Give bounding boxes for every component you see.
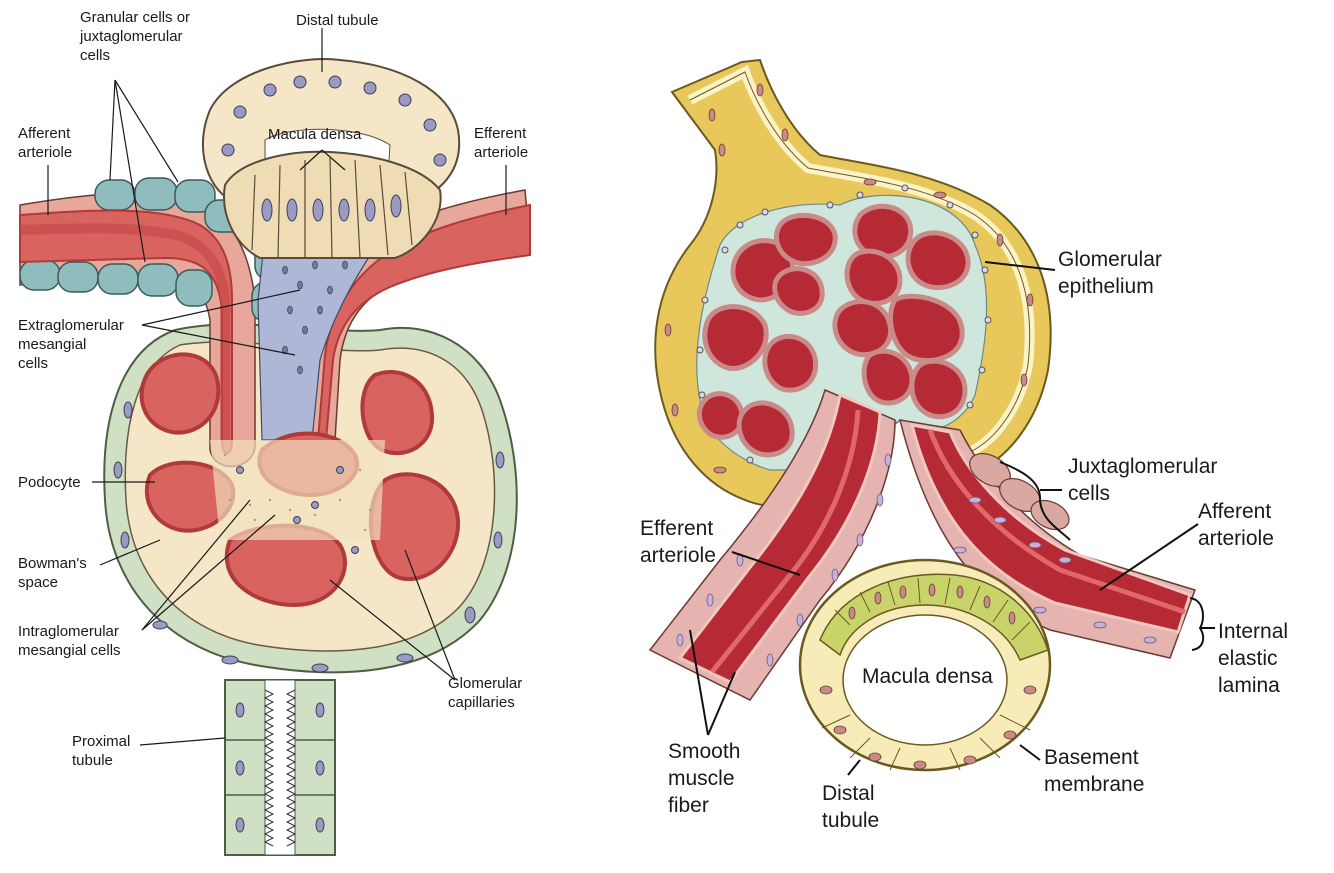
label-proximal-line2: tubule <box>72 752 113 769</box>
label-efferent-right-line1: Efferent <box>640 517 713 540</box>
label-smooth-muscle-line2: muscle <box>668 767 735 790</box>
label-extraglomerular-line2: mesangial <box>18 336 86 353</box>
distal-tubule-right <box>798 558 1052 772</box>
label-glomerular-epithelium-line2: epithelium <box>1058 275 1154 298</box>
label-macula-densa-left: Macula densa <box>268 126 362 143</box>
left-leader-lines <box>47 28 507 746</box>
label-basement-membrane-line1: Basement <box>1044 746 1139 769</box>
label-smooth-muscle-line3: fiber <box>668 794 709 817</box>
efferent-arteriole-right <box>648 388 896 701</box>
label-smooth-muscle-line1: Smooth <box>668 740 740 763</box>
label-podocyte: Podocyte <box>18 474 81 491</box>
label-efferent-left-line2: arteriole <box>474 144 528 161</box>
juxtaglomerular-cells-right <box>969 453 1070 531</box>
glomerular-tuft <box>696 184 992 474</box>
right-diagram: Glomerular epithelium Juxtaglomerular ce… <box>640 58 1288 832</box>
label-extraglomerular-line3: cells <box>18 355 48 372</box>
proximal-tubule <box>224 679 336 856</box>
label-granular-line2: juxtaglomerular <box>79 28 183 45</box>
afferent-arteriole-lumen <box>19 209 233 455</box>
label-distal-tubule-right-line2: tubule <box>822 809 879 832</box>
distal-tubule-left <box>202 58 461 259</box>
label-iel-line3: lamina <box>1218 674 1280 697</box>
left-diagram: Distal tubule Granular cells or juxtaglo… <box>18 9 531 856</box>
label-macula-densa-right: Macula densa <box>862 665 993 688</box>
label-iel-line2: elastic <box>1218 647 1278 670</box>
label-distal-tubule-right-line1: Distal <box>822 782 875 805</box>
label-intraglomerular-line1: Intraglomerular <box>18 623 119 640</box>
label-basement-membrane-line2: membrane <box>1044 773 1144 796</box>
label-efferent-right-line2: arteriole <box>640 544 716 567</box>
right-leader-lines <box>689 261 1215 776</box>
label-jg-cells-line2: cells <box>1068 482 1110 505</box>
label-bowmans-line1: Bowman's <box>18 555 87 572</box>
label-distal-tubule-left: Distal tubule <box>296 12 379 29</box>
label-glomerular-epithelium-line1: Glomerular <box>1058 248 1162 271</box>
label-granular-line3: cells <box>80 47 110 64</box>
label-extraglomerular-line1: Extraglomerular <box>18 317 124 334</box>
label-afferent-right-line2: arteriole <box>1198 527 1274 550</box>
label-afferent-left-line1: Afferent <box>18 125 71 142</box>
label-proximal-line1: Proximal <box>72 733 130 750</box>
label-granular-line1: Granular cells or <box>80 9 190 26</box>
label-glomerular-capillaries-line2: capillaries <box>448 694 515 711</box>
intraglomerular-mesangium <box>210 440 385 540</box>
label-intraglomerular-line2: mesangial cells <box>18 642 121 659</box>
label-afferent-right-line1: Afferent <box>1198 500 1271 523</box>
label-bowmans-line2: space <box>18 574 58 591</box>
label-glomerular-capillaries-line1: Glomerular <box>448 675 522 692</box>
label-iel-line1: Internal <box>1218 620 1288 643</box>
label-afferent-left-line2: arteriole <box>18 144 72 161</box>
label-efferent-left-line1: Efferent <box>474 125 527 142</box>
label-jg-cells-line1: Juxtaglomerular <box>1068 455 1217 478</box>
